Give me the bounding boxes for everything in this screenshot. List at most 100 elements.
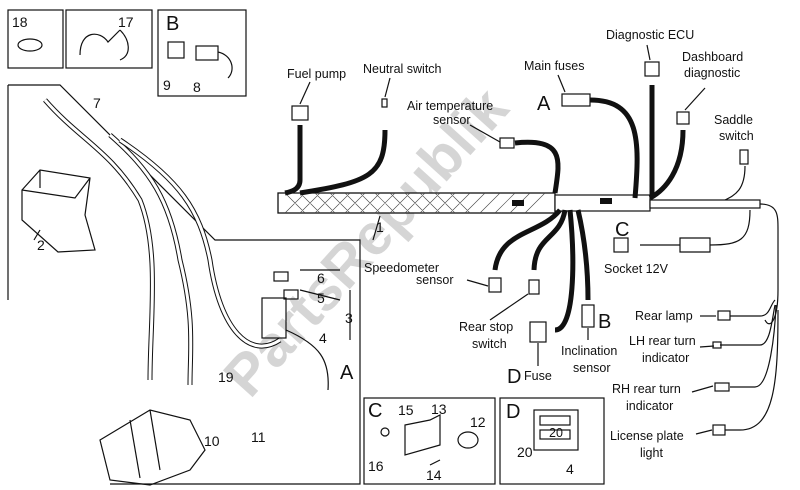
part-number-13: 13 [431, 401, 447, 417]
nut-15-icon [380, 427, 390, 437]
part-number-8: 8 [193, 79, 201, 95]
label-rear-lamp: Rear lamp [635, 309, 693, 323]
part-number-3: 3 [345, 310, 353, 326]
rh-turn-connector-icon [714, 382, 730, 392]
label-dashboard-diagnostic-2: diagnostic [684, 66, 740, 80]
label-fuel-pump: Fuel pump [287, 67, 346, 81]
main-fuses-connector-icon [561, 93, 591, 107]
watermark: PartsRepublik [211, 75, 521, 409]
fuse-box-icon [533, 409, 579, 451]
battery-icon [21, 169, 96, 253]
part-number-6: 6 [317, 270, 325, 286]
part-number-20: 20 [517, 444, 533, 460]
rh-turn-wire [730, 304, 777, 388]
label-saddle-switch-2: switch [719, 129, 754, 143]
label-air-temperature-sensor: Air temperature [407, 99, 493, 113]
inset-box-18 [7, 9, 64, 69]
inset-box-17 [65, 9, 153, 69]
label-rh-rear-turn-2: indicator [626, 399, 673, 413]
socket-12v-wire [640, 209, 751, 253]
neutral-switch-wire [299, 129, 388, 196]
label-fuse: Fuse [524, 369, 552, 383]
fuse-rating: 20 [549, 426, 563, 440]
part-number-12: 12 [470, 414, 486, 430]
dashboard-diagnostic-connector-icon [676, 111, 690, 125]
part-number-9: 9 [163, 77, 171, 93]
part-number-18: 18 [12, 14, 28, 30]
dashboard-diagnostic-wire [648, 129, 686, 201]
label-speedometer-sensor: Speedometer [364, 261, 439, 275]
inset-box-b [157, 9, 247, 97]
rear-stop-connector-icon [528, 279, 540, 295]
relay-module-icon [261, 297, 287, 339]
part-number-19: 19 [218, 369, 234, 385]
harness-tag [512, 200, 524, 206]
label-socket-12v: Socket 12V [604, 262, 669, 276]
part-number-4: 4 [319, 330, 327, 346]
fuel-pump-wire [284, 125, 303, 196]
fuse-connector-icon [529, 321, 547, 343]
fuse-icon [539, 415, 571, 426]
harness-rear [649, 199, 761, 209]
letter-c: C [615, 219, 629, 241]
letter-b: B [598, 311, 611, 333]
inset-c-title: C [368, 400, 382, 422]
harness-tag [600, 198, 612, 204]
saddle-switch-connector-icon [739, 149, 749, 165]
inset-box-c [363, 397, 496, 485]
part-number-2: 2 [37, 237, 45, 253]
fuel-pump-connector-icon [291, 105, 309, 121]
label-lh-rear-turn: LH rear turn [629, 334, 696, 348]
part-number-5: 5 [317, 290, 325, 306]
air-temp-wire [514, 139, 561, 194]
main-fuses-wire [589, 97, 640, 199]
letter-a-left: A [340, 362, 354, 384]
clip-18-icon [17, 38, 43, 52]
socket-12v-icon [613, 237, 629, 253]
label-speedometer-sensor-2: sensor [416, 273, 454, 287]
part-number-17: 17 [118, 14, 134, 30]
inset-d-title: D [506, 401, 520, 423]
battery-assembly-outline [8, 84, 361, 485]
label-neutral-switch: Neutral switch [363, 62, 442, 76]
license-plate-connector-icon [712, 424, 726, 436]
inclination-wire [575, 209, 591, 301]
part-number-10: 10 [204, 433, 220, 449]
relay-8-icon [195, 45, 219, 61]
diagnostic-ecu-connector-icon [644, 61, 660, 77]
relay-wire [285, 329, 329, 391]
license-plate-wire [725, 309, 779, 431]
saddle-switch-wire [724, 165, 746, 201]
speedometer-connector-icon [488, 277, 502, 293]
letter-a-top: A [537, 93, 551, 115]
lh-turn-wire [720, 304, 776, 346]
harness-hatch [284, 192, 546, 214]
bracket-13-icon [404, 414, 441, 456]
relay-6-icon [273, 271, 289, 282]
part-number-7: 7 [93, 95, 101, 111]
label-rear-stop-switch-2: switch [472, 337, 507, 351]
fuse-icon [539, 429, 571, 440]
rear-lamp-connector-icon [717, 310, 731, 321]
relay-8-wire [217, 51, 233, 79]
label-rear-stop-switch: Rear stop [459, 320, 513, 334]
relay-9-icon [167, 41, 185, 59]
part-number-1: 1 [376, 219, 384, 235]
screw-14-icon [429, 459, 441, 466]
label-saddle-switch: Saddle [714, 113, 753, 127]
label-main-fuses: Main fuses [524, 59, 584, 73]
part-number-15: 15 [398, 402, 414, 418]
letter-d: D [507, 366, 521, 388]
fuse-wire [554, 209, 576, 333]
label-diagnostic-ecu: Diagnostic ECU [606, 28, 694, 42]
part-number-11: 11 [251, 429, 266, 445]
relay-5-icon [283, 289, 299, 300]
inset-b-title: B [166, 13, 179, 35]
air-temp-connector-icon [499, 137, 515, 149]
inclination-connector-icon [581, 304, 595, 328]
rear-lamp-wire [730, 299, 776, 317]
battery-cable-7 [43, 98, 155, 381]
part-number-16: 16 [368, 458, 384, 474]
